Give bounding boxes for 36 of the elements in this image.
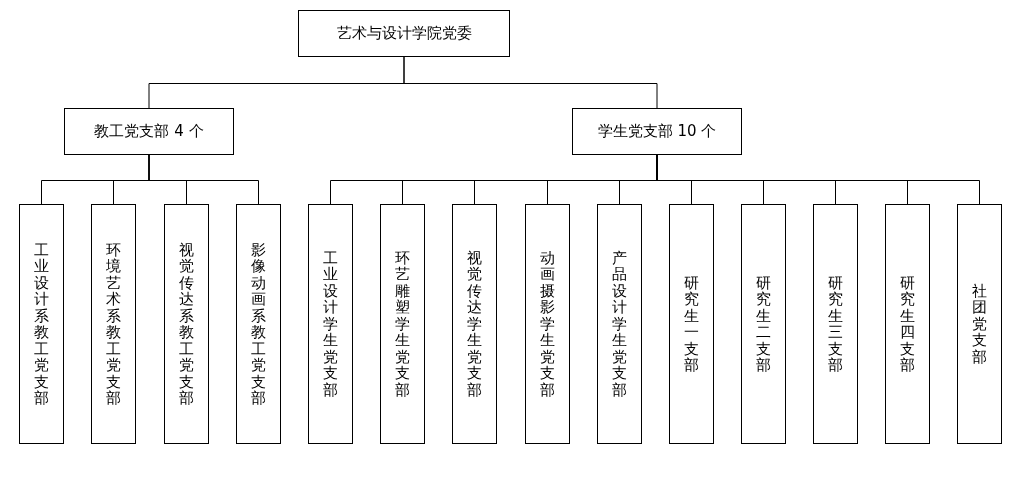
branch-box [164, 204, 209, 444]
node-label: 研究生三支部 [828, 274, 843, 374]
node-label: 动画摄影学生党支部 [540, 249, 555, 399]
node-label: 视觉传达学生党支部 [467, 249, 482, 399]
node-label: 学生党支部 10 个 [597, 122, 717, 141]
connector-line [148, 154, 259, 205]
branch-box [597, 204, 642, 444]
branch-box [669, 204, 714, 444]
node-label: 工业设计学生党支部 [323, 249, 338, 399]
node-label: 教工党支部 4 个 [94, 122, 204, 141]
node-label: 艺术与设计学院党委 [336, 24, 472, 43]
branch-box [813, 204, 858, 444]
branch-box [957, 204, 1002, 444]
node-label: 产品设计学生党支部 [612, 249, 627, 399]
branch-box [19, 204, 64, 444]
branch-box [885, 204, 930, 444]
node-label: 视觉传达系教工党支部 [179, 241, 194, 407]
node-label: 影像动画系教工党支部 [251, 241, 266, 407]
node-label: 研究生二支部 [756, 274, 771, 374]
org-box [64, 108, 234, 155]
node-label: 社团党支部 [972, 282, 987, 366]
branch-box [308, 204, 353, 444]
branch-box [236, 204, 281, 444]
org-box [572, 108, 742, 155]
branch-box [452, 204, 497, 444]
branch-box [525, 204, 570, 444]
node-label: 研究生一支部 [684, 274, 699, 374]
branch-box [741, 204, 786, 444]
org-box [298, 10, 510, 57]
branch-box [91, 204, 136, 444]
node-label: 研究生四支部 [900, 274, 915, 374]
branch-box [380, 204, 425, 444]
node-label: 环境艺术系教工党支部 [106, 241, 121, 407]
node-label: 工业设计系教工党支部 [34, 241, 49, 407]
connector-line [403, 56, 658, 109]
node-label: 环艺雕塑学生党支部 [395, 249, 410, 399]
